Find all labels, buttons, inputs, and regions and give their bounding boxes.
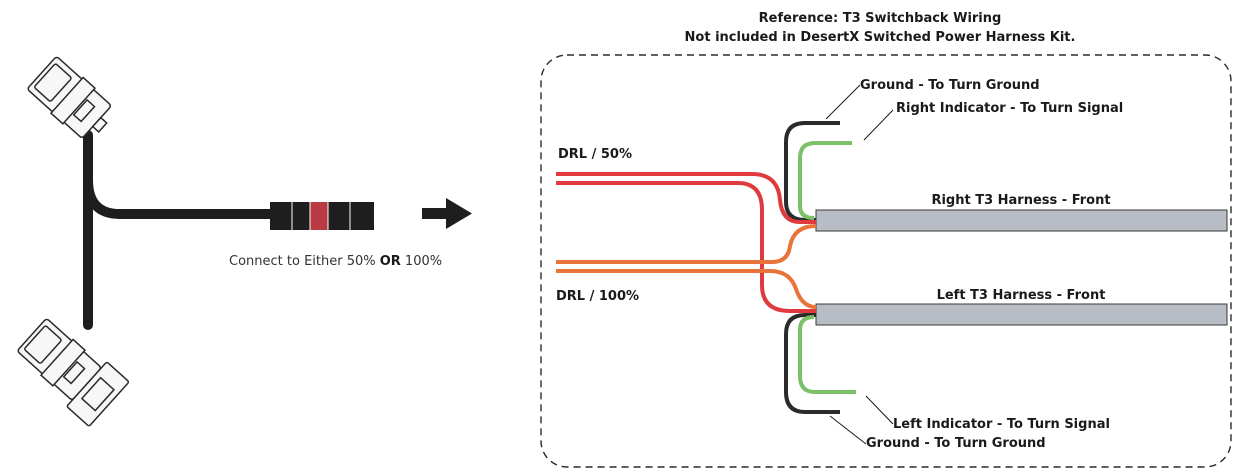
connect-note-prefix: Connect to Either 50%	[229, 254, 380, 269]
ground-wire-bottom	[784, 313, 840, 414]
drl-100-wire-b	[556, 269, 817, 309]
drl-50-wire-a	[556, 172, 816, 224]
right-harness-bar	[815, 209, 1228, 232]
right-harness-label: Right T3 Harness - Front	[931, 193, 1110, 208]
left-harness-bar	[815, 303, 1228, 326]
ground-top-leader	[825, 84, 861, 120]
left-harness-label: Left T3 Harness - Front	[937, 288, 1106, 303]
header-line-1: Reference: T3 Switchback Wiring	[759, 11, 1002, 26]
top-connector	[27, 56, 111, 138]
ground-bottom-label: Ground - To Turn Ground	[866, 436, 1046, 451]
drl-100-wire-a	[556, 224, 817, 264]
drl-50-wire-b	[556, 181, 816, 313]
connect-note-suffix: 100%	[401, 254, 442, 269]
header-line-2: Not included in DesertX Switched Power H…	[685, 30, 1076, 45]
right-indicator-leader	[863, 109, 894, 141]
ground-top-label: Ground - To Turn Ground	[860, 78, 1040, 93]
left-indicator-leader	[865, 395, 894, 425]
inline-plug	[270, 202, 374, 230]
connect-note-emphasis: OR	[380, 254, 401, 269]
y-splitter-harness	[17, 56, 374, 427]
bottom-connector	[17, 318, 130, 427]
drl-50-label: DRL / 50%	[558, 147, 632, 162]
reference-panel-border	[540, 54, 1232, 468]
plug-red-band	[310, 202, 328, 230]
ground-wire-top	[784, 121, 840, 222]
drl-100-label: DRL / 100%	[556, 289, 639, 304]
right-indicator-label: Right Indicator - To Turn Signal	[896, 101, 1123, 116]
left-indicator-wire	[798, 315, 856, 394]
arrow-right-icon	[422, 198, 472, 229]
right-indicator-wire	[798, 141, 852, 220]
connect-note: Connect to Either 50% OR 100%	[229, 254, 442, 269]
ground-bottom-leader	[829, 415, 867, 445]
left-indicator-label: Left Indicator - To Turn Signal	[893, 417, 1110, 432]
splitter-cable-branch	[83, 175, 280, 219]
